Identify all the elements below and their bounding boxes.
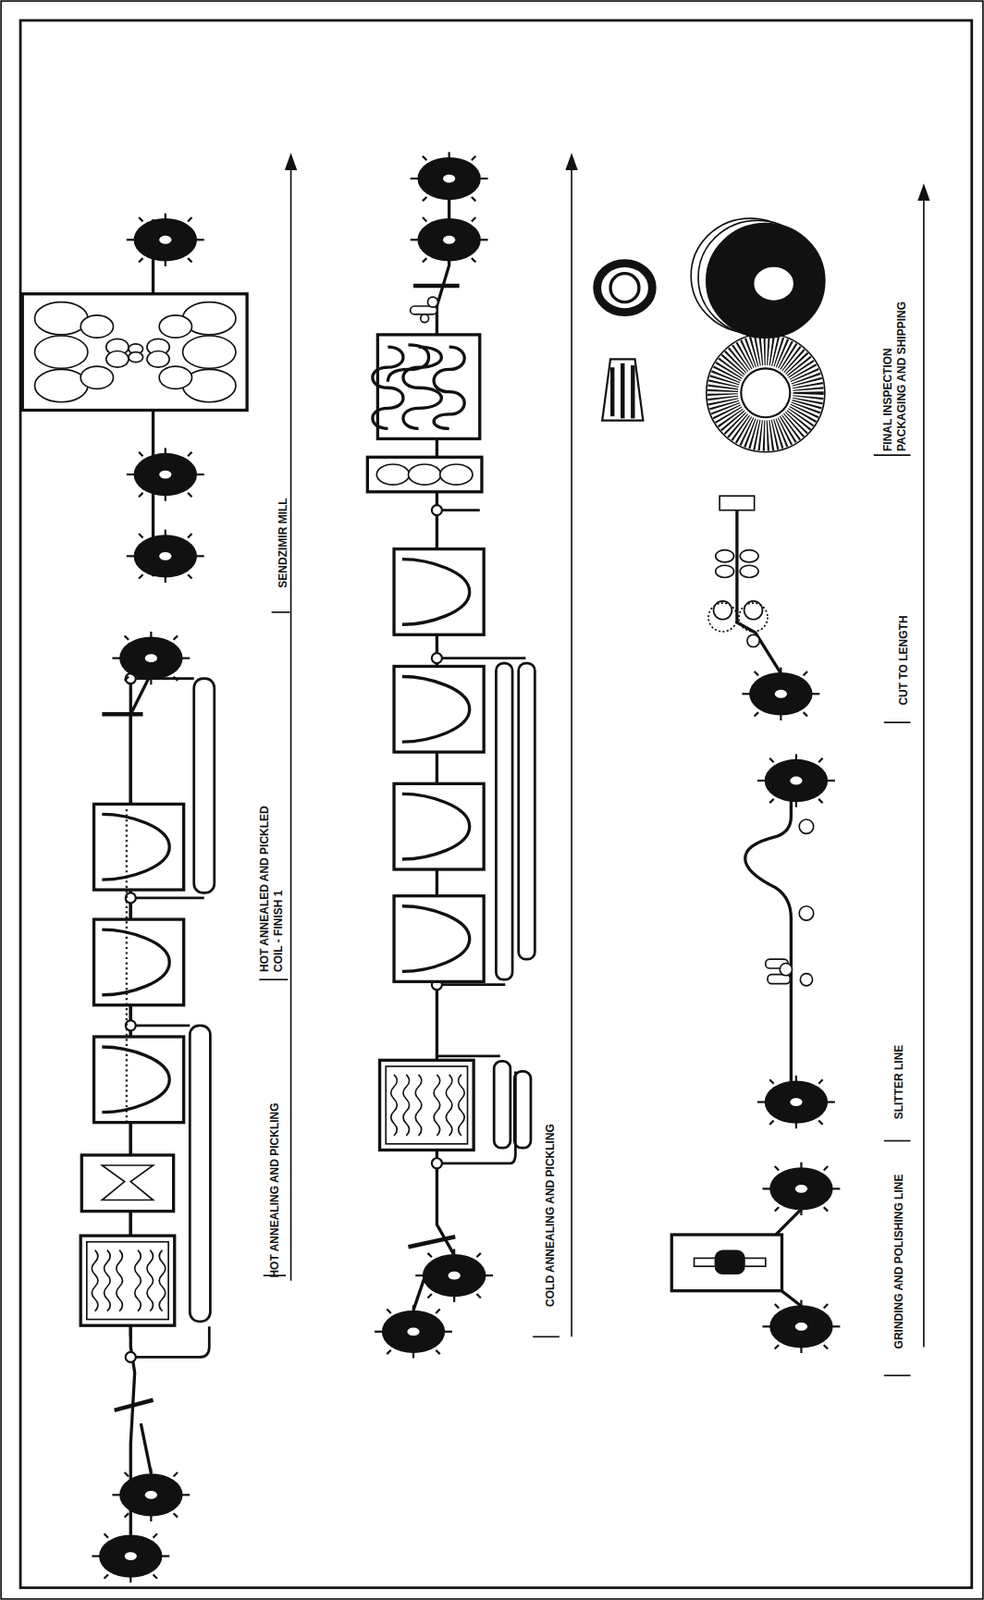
process-label: CUT TO LENGTH <box>897 615 911 705</box>
pinch-roll-box <box>367 456 482 492</box>
pickling-tank <box>393 549 484 983</box>
process-label: SLITTER LINE <box>892 1045 907 1120</box>
strip-spray <box>125 806 128 1123</box>
process-label: GRINDING AND POLISHING LINE <box>892 1174 907 1350</box>
inspection-rolls <box>410 296 439 323</box>
process-label: SENDZIMIR MILL <box>276 497 291 588</box>
tension-leveller <box>372 334 480 440</box>
process-label: COLD ANNEALING AND PICKLING <box>543 1123 558 1307</box>
coil <box>374 151 493 1358</box>
shot-blast-box <box>81 1155 173 1212</box>
annealing-furnace <box>80 1235 175 1326</box>
process-label: HOT ANNEALING AND PICKLING <box>268 1102 283 1278</box>
process-label: HOT ANNEALED AND PICKLED COIL - FINISH 1 <box>258 787 286 972</box>
flow-arrow <box>285 155 929 1348</box>
cut-to-length-line <box>708 495 820 721</box>
annealing-furnace <box>380 1059 475 1150</box>
coil <box>91 631 190 1583</box>
pickling-tank <box>94 803 185 1122</box>
grinding-line <box>671 1162 840 1353</box>
process-label: FINAL INSPECTION PACKAGING AND SHIPPING <box>881 284 910 452</box>
finished-products <box>597 218 825 453</box>
label-separator <box>258 455 911 1376</box>
inner-frame <box>20 20 972 1588</box>
slitter-line <box>745 753 836 1129</box>
sendzimir-mill <box>22 213 247 583</box>
